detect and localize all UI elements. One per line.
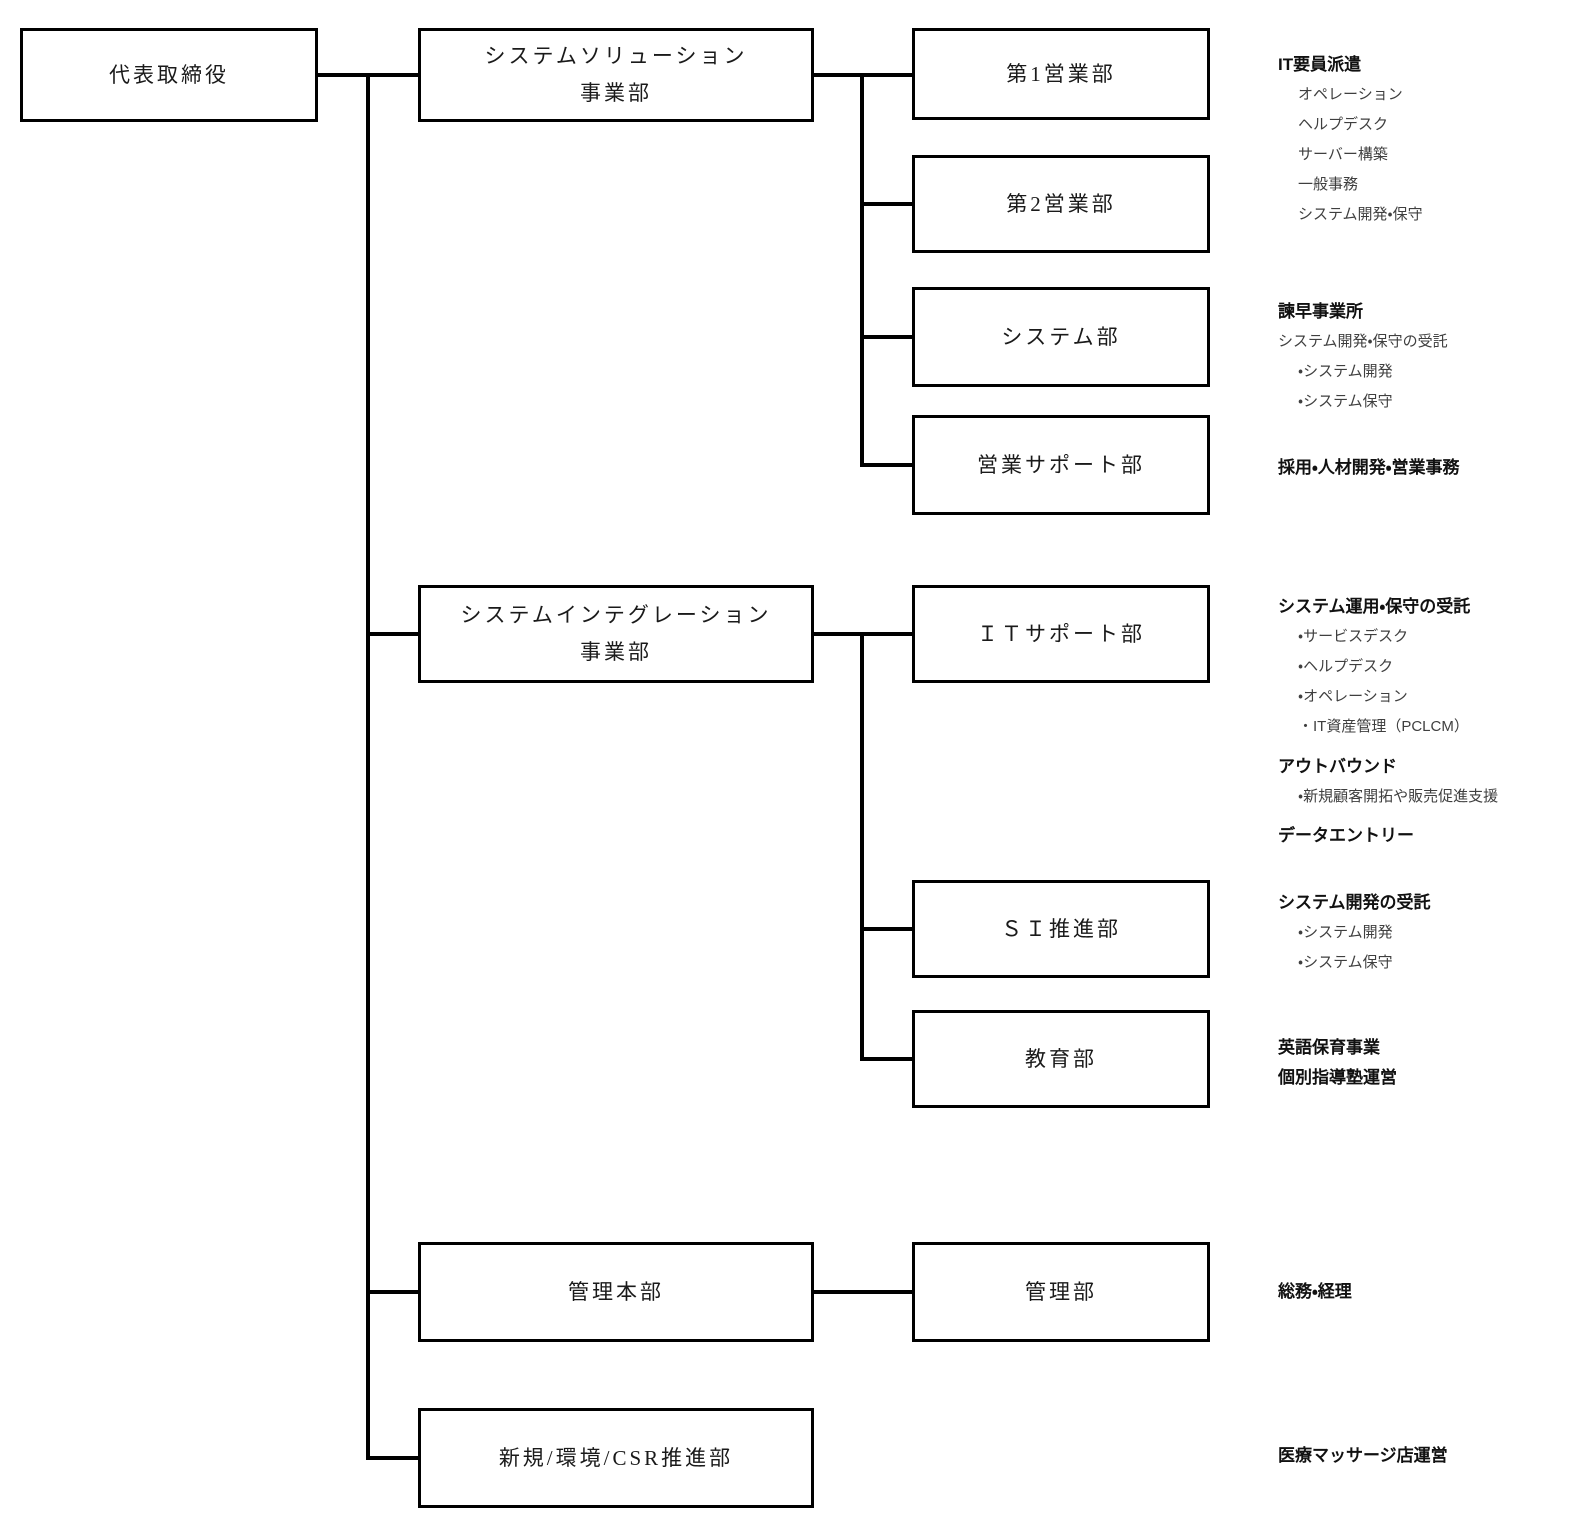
connector-trunk-main	[366, 73, 370, 1460]
org-box-label: 第1営業部	[1006, 61, 1116, 86]
org-box-dept-sales-support: 営業サポート部	[912, 415, 1210, 515]
org-box-label: 代表取締役	[109, 62, 229, 87]
annotation-item: ・ヘルプデスク	[1298, 658, 1394, 675]
org-box-label: 教育部	[1025, 1046, 1097, 1071]
annotation-group-recruiting: 採用・人材開発・営業事務	[1278, 453, 1460, 483]
connector-to-sales-support	[860, 463, 912, 467]
annotation-heading: 個別指導塾運営	[1278, 1068, 1397, 1087]
org-box-label-line1: システムソリューション	[484, 44, 748, 68]
annotation-item: システム開発・保守	[1298, 206, 1423, 223]
connector-trunk-integration	[860, 632, 864, 1061]
org-box-label: ＩＴサポート部	[977, 621, 1145, 646]
annotation-heading: 英語保育事業	[1278, 1038, 1380, 1057]
connector-admin-hq-to-admin-dept	[814, 1290, 912, 1294]
org-box-dept-it-support: ＩＴサポート部	[912, 585, 1210, 683]
annotation-item: ・サービスデスク	[1298, 628, 1409, 645]
annotation-item: サーバー構築	[1298, 146, 1388, 163]
annotation-item: ・システム保守	[1298, 954, 1393, 971]
annotation-group-outbound: アウトバウンド ・新規顧客開拓や販売促進支援	[1278, 752, 1498, 812]
annotation-item: 一般事務	[1298, 176, 1359, 193]
org-box-label-line2: 事業部	[580, 640, 652, 664]
annotation-item: ・システム開発	[1298, 924, 1393, 941]
annotation-item: システム開発・保守の受託	[1278, 333, 1448, 350]
org-box-dept-education: 教育部	[912, 1010, 1210, 1108]
annotation-heading: 諫早事業所	[1278, 302, 1363, 321]
annotation-heading: データエントリー	[1278, 826, 1414, 845]
connector-trunk-solution	[860, 73, 864, 467]
connector-to-csr-dept	[366, 1456, 418, 1460]
annotation-heading: 総務・経理	[1278, 1282, 1352, 1301]
connector-to-system-dept	[860, 335, 912, 339]
annotation-heading: 医療マッサージ店運営	[1278, 1446, 1448, 1465]
org-box-division-system-integration: システムインテグレーション 事業部	[418, 585, 814, 683]
org-box-label: 新規/環境/CSR推進部	[498, 1445, 734, 1470]
org-box-ceo: 代表取締役	[20, 28, 318, 122]
annotation-group-system-dev: システム開発の受託 ・システム開発 ・システム保守	[1278, 888, 1431, 978]
org-box-dept-si-promotion: ＳＩ推進部	[912, 880, 1210, 978]
annotation-group-education: 英語保育事業 個別指導塾運営	[1278, 1033, 1397, 1093]
connector-to-sales2	[860, 202, 912, 206]
org-box-division-csr: 新規/環境/CSR推進部	[418, 1408, 814, 1508]
org-box-label-line2: 事業部	[580, 81, 652, 105]
org-box-label: 管理本部	[568, 1279, 664, 1304]
connector-to-admin-hq	[368, 1290, 418, 1294]
org-box-label-line1: システムインテグレーション	[460, 603, 772, 627]
annotation-group-data-entry: データエントリー	[1278, 821, 1414, 851]
org-box-dept-sales-2: 第2営業部	[912, 155, 1210, 253]
annotation-item: オペレーション	[1298, 86, 1403, 103]
org-box-division-system-solution: システムソリューション 事業部	[418, 28, 814, 122]
annotation-group-isahaya-office: 諫早事業所 システム開発・保守の受託 ・システム開発 ・システム保守	[1278, 297, 1448, 417]
annotation-item: ・IT資産管理（PCLCM）	[1298, 718, 1469, 735]
org-box-label: 第2営業部	[1006, 191, 1116, 216]
connector-to-si-promotion	[860, 927, 912, 931]
org-box-dept-system: システム部	[912, 287, 1210, 387]
annotation-group-medical-massage: 医療マッサージ店運営	[1278, 1441, 1448, 1471]
annotation-heading: システム運用・保守の受託	[1278, 597, 1471, 616]
annotation-item: ・新規顧客開拓や販売促進支援	[1298, 788, 1499, 805]
org-box-division-admin-hq: 管理本部	[418, 1242, 814, 1342]
org-box-label: 営業サポート部	[977, 452, 1145, 477]
annotation-heading: アウトバウンド	[1278, 757, 1397, 776]
annotation-heading: IT要員派遣	[1278, 55, 1362, 74]
org-box-label: システム部	[1001, 324, 1121, 349]
org-box-dept-admin: 管理部	[912, 1242, 1210, 1342]
annotation-group-system-operation: システム運用・保守の受託 ・サービスデスク ・ヘルプデスク ・オペレーション ・…	[1278, 592, 1470, 742]
connector-to-education	[860, 1057, 912, 1061]
annotation-heading: システム開発の受託	[1278, 893, 1431, 912]
annotation-item: ・システム保守	[1298, 393, 1393, 410]
annotation-item: ・システム開発	[1298, 363, 1393, 380]
annotation-group-it-staffing: IT要員派遣 オペレーション ヘルプデスク サーバー構築 一般事務 システム開発…	[1278, 50, 1423, 230]
connector-to-integration-division	[368, 632, 418, 636]
annotation-item: ヘルプデスク	[1298, 116, 1389, 133]
annotation-group-general-affairs: 総務・経理	[1278, 1277, 1352, 1307]
org-box-dept-sales-1: 第1営業部	[912, 28, 1210, 120]
org-box-label: 管理部	[1025, 1279, 1097, 1304]
annotation-heading: 採用・人材開発・営業事務	[1278, 458, 1460, 477]
org-box-label: ＳＩ推進部	[1001, 916, 1121, 941]
annotation-item: ・オペレーション	[1298, 688, 1408, 705]
